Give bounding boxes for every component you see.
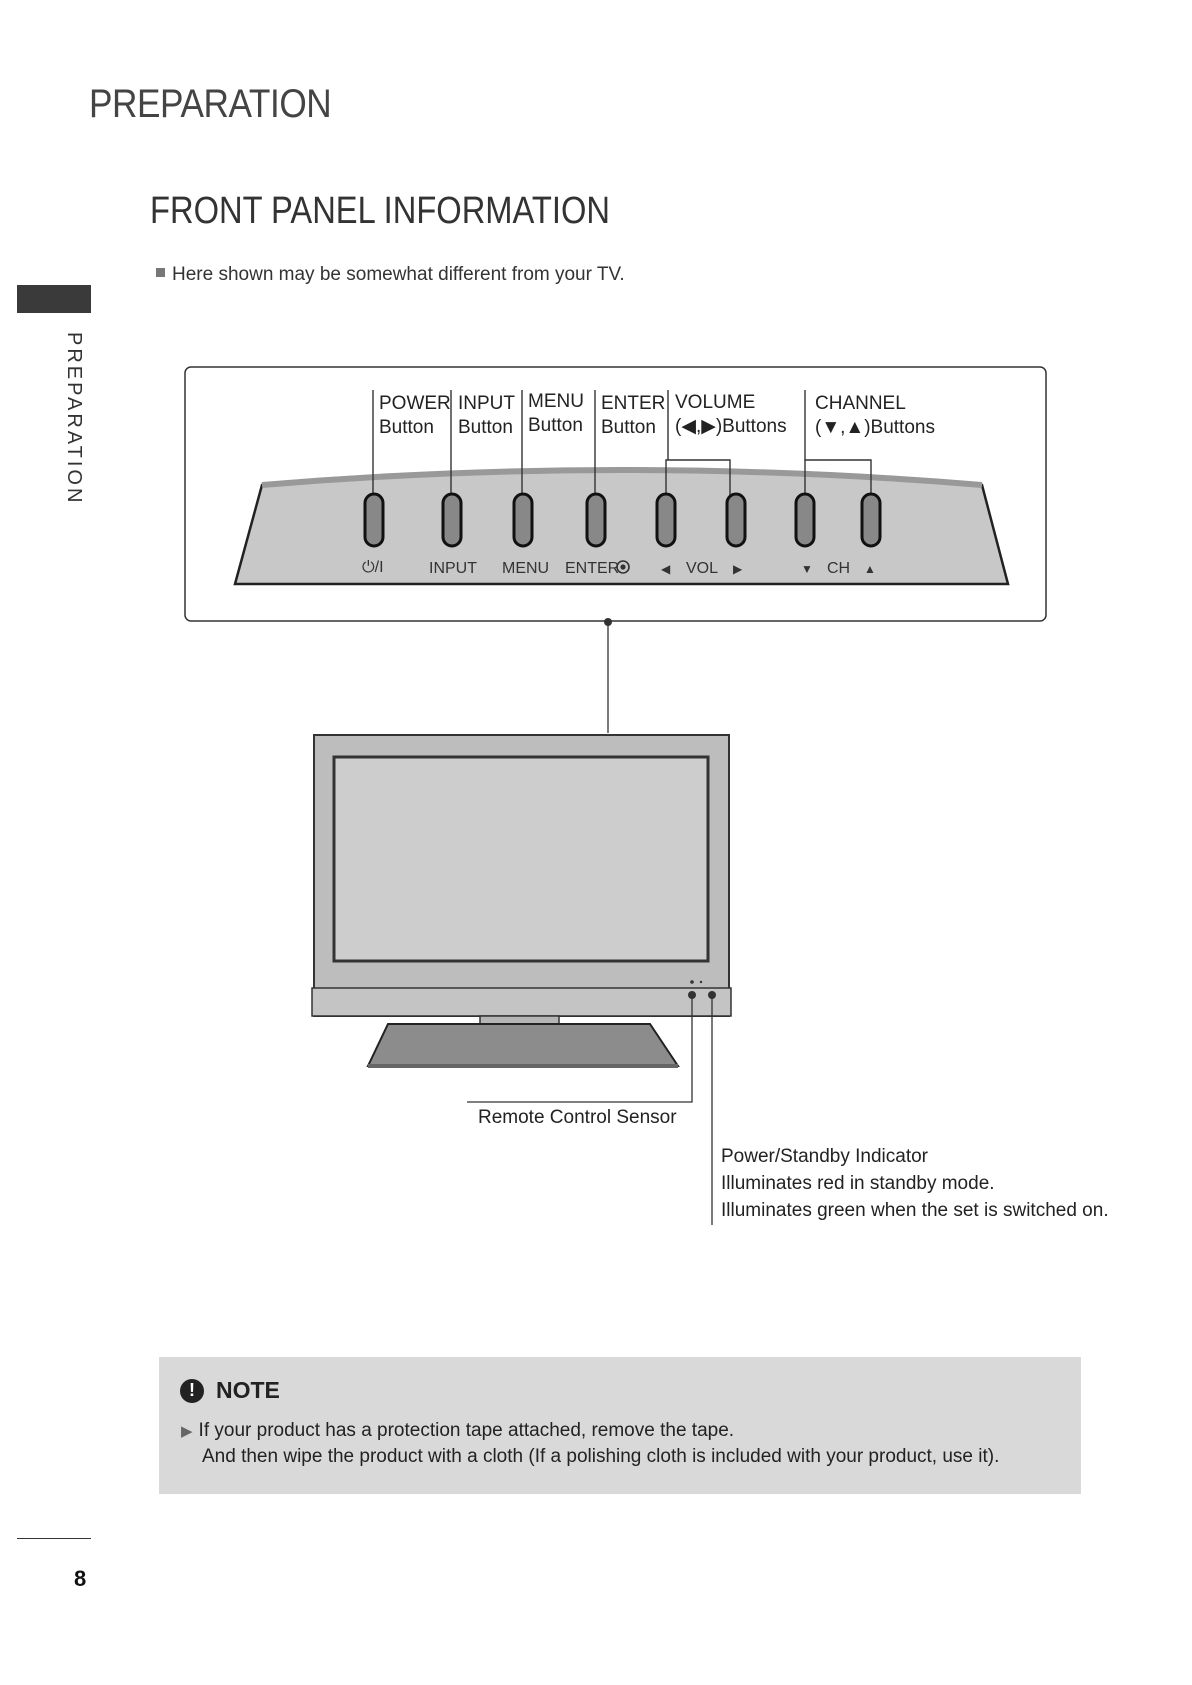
input-button-label-line2: Button	[458, 417, 513, 438]
enter-button-label: ENTER Button	[601, 392, 665, 440]
sensor-dot-small	[699, 980, 703, 984]
note-line-1: ▶ If your product has a protection tape a…	[181, 1420, 734, 1442]
volume-buttons-label-line2: (◀,▶)Buttons	[675, 416, 787, 437]
panel-ch-up-label: ▲	[864, 562, 876, 576]
input-button-label-line1: INPUT	[458, 393, 515, 414]
indicator-dot-small	[690, 980, 694, 984]
enter-button-label-line1: ENTER	[601, 393, 666, 414]
tv-screen	[332, 755, 710, 963]
channel-buttons-label: CHANNEL (▼,▲)Buttons	[815, 392, 935, 440]
note-heading-label: NOTE	[216, 1377, 280, 1403]
enter-physical-button	[585, 492, 607, 548]
page-header-title: PREPARATION	[89, 82, 332, 126]
panel-menu-label: MENU	[502, 560, 549, 577]
page-rule	[17, 1538, 91, 1539]
input-button-label: INPUT Button	[458, 392, 515, 440]
note-heading: ! NOTE	[180, 1377, 280, 1404]
indicator-callout: Power/Standby Indicator Illuminates red …	[721, 1143, 1109, 1224]
panel-vol-right-label: ▶	[733, 562, 743, 576]
page-number: 8	[74, 1566, 87, 1591]
volume-buttons-label: VOLUME (◀,▶)Buttons	[675, 391, 787, 439]
indicator-line1: Illuminates red in standby mode.	[721, 1173, 995, 1194]
menu-button-label: MENU Button	[528, 390, 584, 438]
remote-sensor-label: Remote Control Sensor	[478, 1107, 677, 1128]
power-button-label: POWER Button	[379, 392, 451, 440]
panel-buttons	[363, 492, 882, 548]
section-title: FRONT PANEL INFORMATION	[150, 190, 610, 232]
side-tab-marker	[17, 285, 91, 313]
panel-ch-label: CH	[827, 560, 850, 577]
remote-sensor-callout-line	[467, 995, 693, 1103]
enter-button-label-line2: Button	[601, 417, 656, 438]
note-line-2: And then wipe the product with a cloth (…	[202, 1446, 1000, 1467]
note-box	[159, 1357, 1081, 1494]
note-line-1-text: If your product has a protection tape at…	[198, 1420, 735, 1441]
intro-text: Here shown may be somewhat different fro…	[156, 264, 625, 286]
tv-bottom-bar	[311, 987, 732, 1017]
side-tab-label: PREPARATION	[63, 332, 85, 506]
vol-down-physical-button	[655, 492, 677, 548]
indicator-title: Power/Standby Indicator	[721, 1146, 929, 1167]
exclamation-icon: !	[180, 1378, 204, 1403]
power-physical-button	[363, 492, 385, 548]
panel-power-label: ⏻/I	[362, 559, 384, 576]
ch-down-physical-button	[794, 492, 816, 548]
panel-frame	[184, 366, 1047, 622]
panel-enter-label: ENTER	[565, 560, 619, 577]
panel-vol-label: VOL	[686, 560, 718, 577]
volume-buttons-label-line1: VOLUME	[675, 392, 756, 413]
bullet-square-icon	[156, 268, 165, 277]
panel-printed-labels: ⏻/I INPUT MENU ENTER ◀ VOL ▶ ▼ CH ▲	[362, 559, 876, 577]
channel-buttons-label-line2: (▼,▲)Buttons	[815, 417, 935, 438]
vol-up-physical-button	[725, 492, 747, 548]
front-strip-edge	[261, 467, 983, 488]
input-physical-button	[441, 492, 463, 548]
power-button-label-line2: Button	[379, 417, 434, 438]
channel-buttons-label-line1: CHANNEL	[815, 393, 906, 414]
indicator-line2: Illuminates green when the set is switch…	[721, 1200, 1109, 1221]
enter-dot-icon	[620, 564, 626, 570]
leader-lines	[372, 390, 872, 495]
ch-up-physical-button	[860, 492, 882, 548]
panel-input-label: INPUT	[429, 560, 477, 577]
menu-button-label-line1: MENU	[528, 391, 584, 412]
menu-physical-button	[512, 492, 534, 548]
arrow-right-icon: ▶	[181, 1423, 193, 1440]
tv-stand-base	[366, 1023, 680, 1067]
enter-ring-icon	[616, 560, 630, 574]
panel-vol-left-label: ◀	[661, 562, 671, 576]
menu-button-label-line2: Button	[528, 415, 583, 436]
panel-ch-down-label: ▼	[801, 562, 813, 576]
power-button-label-line1: POWER	[379, 393, 451, 414]
intro-label: Here shown may be somewhat different fro…	[172, 264, 625, 285]
